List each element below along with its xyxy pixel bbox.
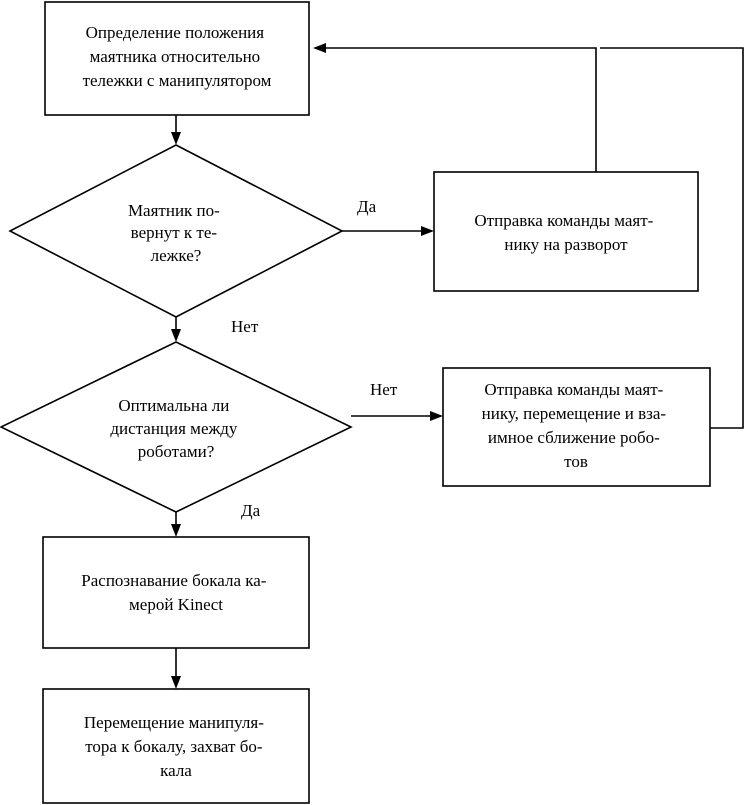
- process-box: [44, 1, 310, 116]
- node-line: имное сближение робо-: [488, 428, 660, 447]
- label-distance-yes: Да: [241, 501, 261, 520]
- node-text: Распознавание бокала ка- мерой Kinect: [81, 571, 270, 614]
- node-line: роботами?: [138, 442, 215, 461]
- node-turn-command: Отправка команды маят- нику на разворот: [433, 171, 699, 292]
- node-text: Оптимальна ли дистанция между роботами?: [110, 396, 241, 461]
- node-line: Отправка команды маят-: [484, 380, 663, 399]
- connectors: [171, 43, 744, 689]
- node-approach-command: Отправка команды маят- нику, перемещение…: [442, 367, 711, 487]
- arrowhead-decision2: [171, 329, 181, 342]
- node-line: лежке?: [151, 246, 202, 265]
- decision-diamond: [8, 144, 344, 318]
- arrowhead-recognize: [171, 524, 181, 537]
- connector-approach-loop: [600, 47, 744, 429]
- node-line: нику на разворот: [504, 235, 628, 254]
- node-line: вернут к те-: [131, 223, 218, 242]
- node-pendulum-facing: Маятник по- вернут к те- лежке?: [8, 144, 344, 318]
- node-line: нику, перемещение и вза-: [482, 404, 667, 423]
- node-text: Маятник по- вернут к те- лежке?: [128, 201, 224, 265]
- node-line: кала: [160, 761, 192, 780]
- process-box: [442, 367, 711, 487]
- arrowhead-approach-command: [430, 411, 443, 421]
- arrowhead-loop-start: [313, 43, 326, 53]
- node-distance-optimal: Оптимальна ли дистанция между роботами?: [0, 341, 353, 513]
- node-line: тора к бокалу, захват бо-: [85, 737, 263, 756]
- node-recognize-glass: Распознавание бокала ка- мерой Kinect: [42, 536, 310, 649]
- node-line: Отправка команды маят-: [474, 211, 653, 230]
- process-box: [433, 171, 699, 292]
- arrowhead-turn-command: [421, 226, 434, 236]
- label-facing-no: Нет: [231, 317, 259, 336]
- node-grab-glass: Перемещение манипуля- тора к бокалу, зах…: [42, 688, 310, 804]
- process-box: [42, 536, 310, 649]
- node-line: маятника относительно: [90, 47, 261, 66]
- node-line: Маятник по-: [128, 201, 220, 220]
- node-line: Определение положения: [86, 23, 265, 42]
- arrowhead-decision1: [171, 132, 181, 145]
- node-line: тов: [564, 452, 588, 471]
- decision-diamond: [0, 341, 353, 513]
- node-text: Определение положения маятника относител…: [83, 23, 272, 90]
- label-distance-no: Нет: [370, 380, 398, 399]
- label-facing-yes: Да: [357, 197, 377, 216]
- node-line: мерой Kinect: [129, 595, 223, 614]
- node-text: Отправка команды маят- нику на разворот: [474, 211, 657, 254]
- node-line: тележки с манипулятором: [83, 71, 272, 90]
- node-line: Оптимальна ли: [118, 396, 229, 415]
- edge-labels: Да Нет Нет Да: [231, 197, 398, 520]
- node-line: Перемещение манипуля-: [84, 713, 264, 732]
- node-text: Отправка команды маят- нику, перемещение…: [482, 380, 671, 471]
- connector-turn-loop: [322, 47, 597, 172]
- arrowhead-grab: [171, 676, 181, 689]
- node-line: Распознавание бокала ка-: [81, 571, 267, 590]
- node-determine-position: Определение положения маятника относител…: [44, 1, 310, 116]
- node-text: Перемещение манипуля- тора к бокалу, зах…: [84, 713, 268, 780]
- process-box: [42, 688, 310, 804]
- node-line: дистанция между: [110, 419, 238, 438]
